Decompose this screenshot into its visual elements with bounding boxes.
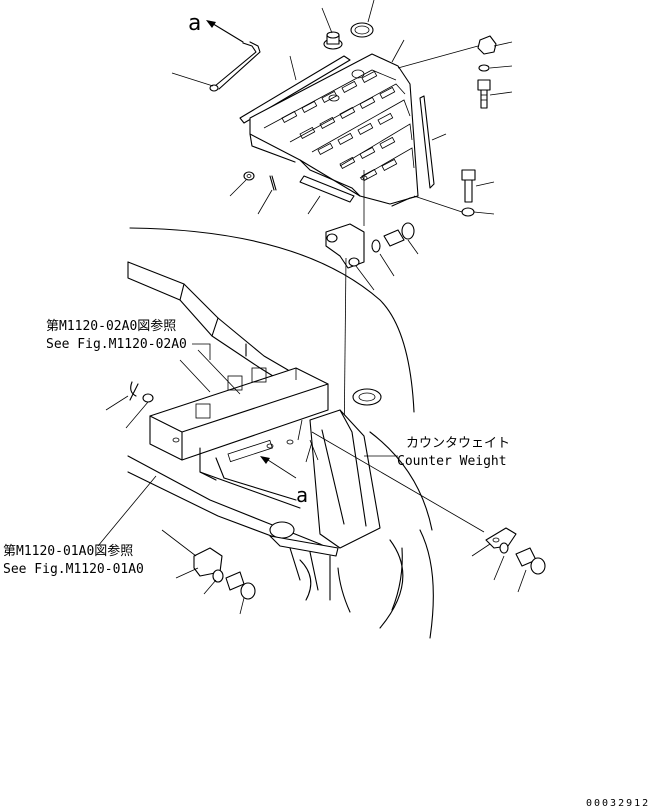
ref-m1120-01a0-en: See Fig.M1120-01A0 — [3, 562, 144, 577]
bolt-right-top — [477, 79, 491, 109]
ref-arrow-a-top — [206, 20, 244, 43]
leader-lines-bottom — [97, 343, 527, 615]
housing-curves — [299, 431, 434, 639]
grommet-part — [323, 31, 343, 50]
ref-m1120-02a0-en: See Fig.M1120-02A0 — [46, 337, 187, 352]
machine-outline-arc — [129, 227, 415, 413]
bolt-bracket — [383, 222, 415, 247]
hinge-bracket-part — [325, 223, 365, 269]
bolt-right-mid — [461, 169, 476, 203]
floor-cover-plate — [249, 53, 419, 207]
ref-m1120-02a0-jp: 第M1120-02A0図参照 — [46, 318, 176, 334]
washer-bottom-right — [499, 542, 509, 554]
ref-letter-a-top: a — [188, 11, 201, 36]
washer-right-top — [478, 64, 490, 72]
seal-strip-part — [239, 55, 351, 124]
washer-bracket — [371, 239, 381, 253]
bracket-bottom-right — [485, 527, 517, 549]
washer-right-mid — [461, 207, 475, 217]
ref-letter-a-mid: a — [296, 483, 308, 507]
clip-pin-frame-left — [129, 381, 139, 401]
lower-strip-part — [299, 175, 355, 203]
ref-m1120-01a0-jp: 第M1120-01A0図参照 — [3, 543, 133, 559]
boss-ring — [352, 388, 382, 406]
bolt-bottom-left — [225, 571, 256, 600]
counterweight-block — [297, 409, 381, 549]
hitch-part — [269, 521, 339, 601]
frame-member — [127, 261, 289, 385]
bolt-bottom-right — [515, 547, 546, 575]
counterweight-label-en: Counter Weight — [397, 454, 507, 469]
leader-lines-top — [171, 0, 513, 451]
cap-part — [350, 22, 374, 38]
cross-beam — [149, 367, 329, 461]
counterweight-label-jp: カウンタウェイト — [406, 436, 510, 451]
rod-part — [209, 41, 261, 92]
drawing-number: 00032912 — [586, 798, 650, 809]
clip-pin-left-top — [269, 175, 277, 191]
clip-nut-part — [477, 35, 497, 55]
side-strip-part — [419, 95, 435, 189]
washer-frame-left — [142, 393, 154, 403]
washer-bottom-left — [212, 569, 224, 583]
washer-left-top — [243, 171, 255, 181]
